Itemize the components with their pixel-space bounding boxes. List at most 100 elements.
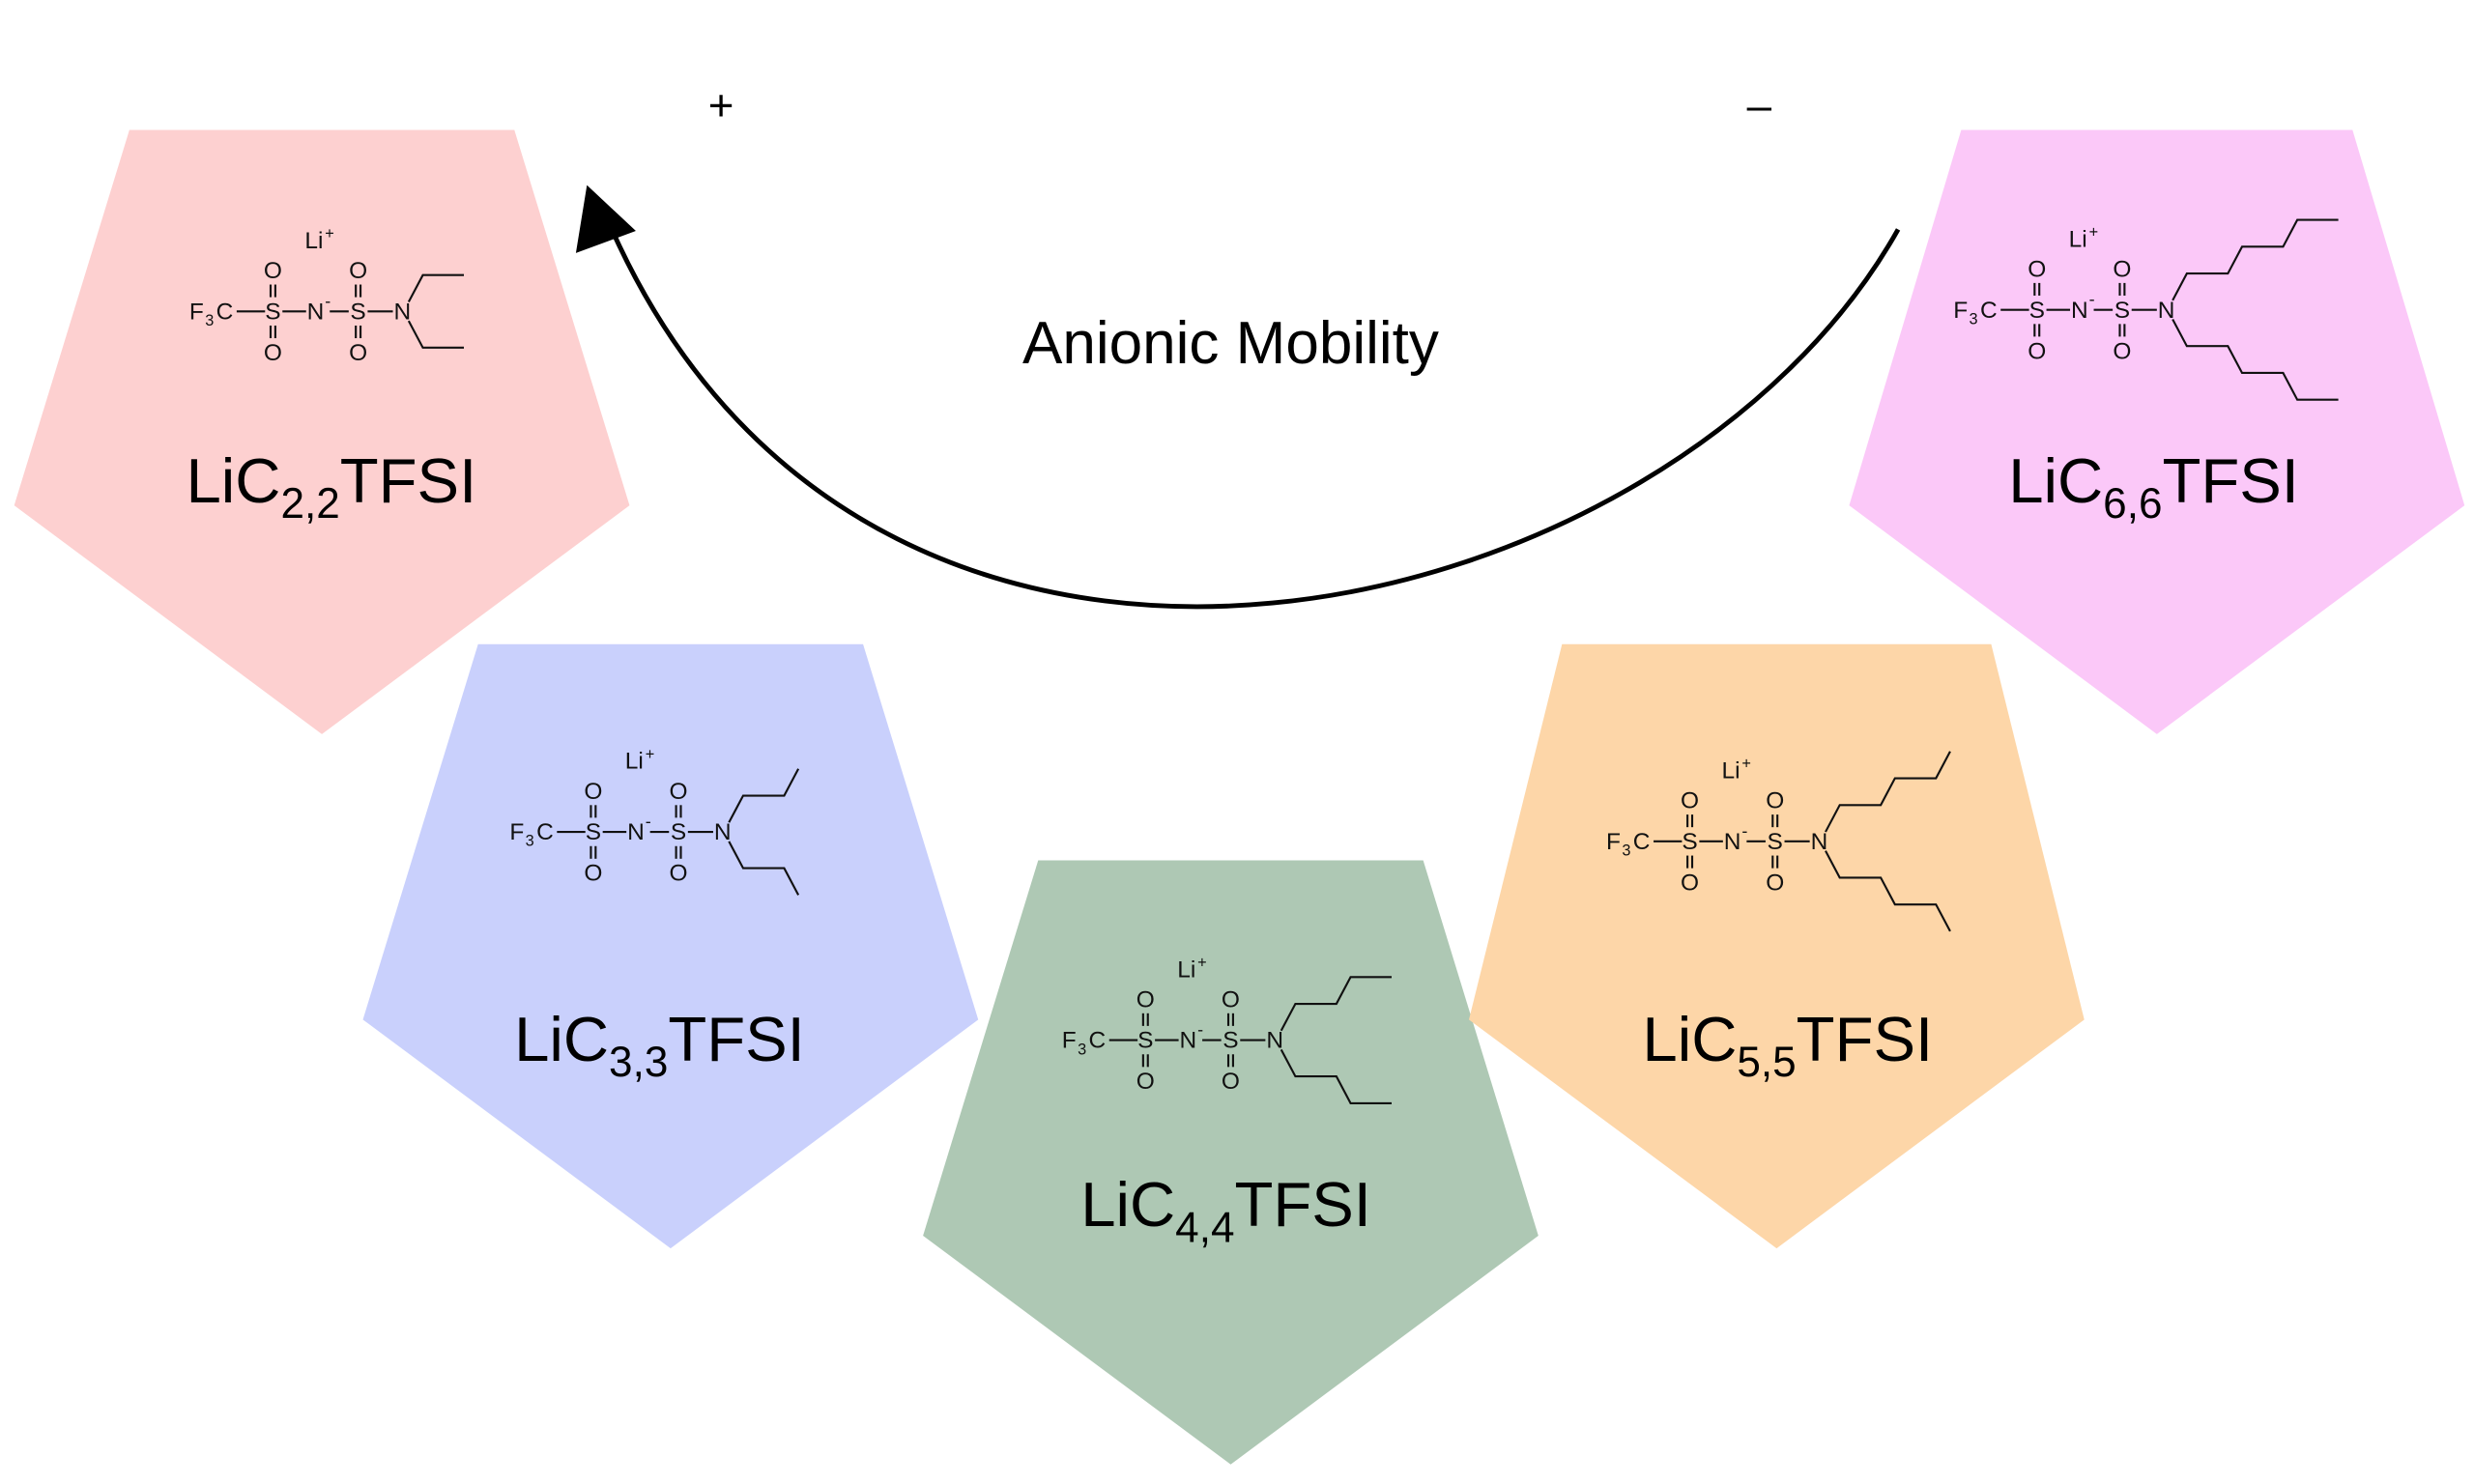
- atom-oxygen: O: [1681, 788, 1699, 814]
- atom-sulfur: S: [350, 299, 365, 325]
- alkyl-chain: [1280, 1048, 1392, 1104]
- atom-oxygen: O: [1222, 1069, 1240, 1095]
- salt-label-prefix: LiC: [1080, 1169, 1175, 1240]
- atom-nitrogen: N: [1266, 1028, 1283, 1054]
- pentagon-shape: [923, 860, 1539, 1465]
- atom-sulfur: S: [265, 299, 280, 325]
- atom-oxygen: O: [1136, 986, 1155, 1013]
- salt-label-subscript: 5,5: [1737, 1039, 1796, 1086]
- atom-oxygen: O: [349, 340, 367, 366]
- atom-subscript: 3: [1970, 310, 1978, 328]
- salt-label-subscript: 3,3: [609, 1039, 668, 1086]
- salt-label: LiC2,2TFSI: [186, 445, 476, 528]
- salt-label-suffix: TFSI: [340, 445, 476, 516]
- salt-label-suffix: TFSI: [668, 1004, 804, 1074]
- salt-label-suffix: TFSI: [1797, 1004, 1933, 1074]
- pentagon-shape: [1849, 129, 2465, 734]
- atom-nitrogen-anion: N: [1180, 1028, 1197, 1054]
- atom-oxygen: O: [349, 258, 367, 284]
- salt-label-prefix: LiC: [186, 445, 280, 516]
- atom-subscript: 3: [526, 833, 534, 850]
- atom-oxygen: O: [1681, 870, 1699, 896]
- salt-label-suffix: TFSI: [2162, 445, 2298, 516]
- arrow-title: Anionic Mobility: [1022, 310, 1439, 377]
- anion-charge: -: [325, 291, 331, 310]
- atom-subscript: 3: [205, 312, 214, 329]
- pentagon-shape: [362, 643, 979, 1249]
- alkyl-chain: [2172, 318, 2339, 401]
- salt-label-prefix: LiC: [1642, 1004, 1737, 1074]
- atom-oxygen: O: [264, 258, 282, 284]
- atom-oxygen: O: [1766, 870, 1784, 896]
- alkyl-chain: [1825, 850, 1951, 932]
- pentagon-shape: [1469, 643, 2085, 1249]
- atom-nitrogen-anion: N: [627, 819, 645, 845]
- lithium-cation: Li: [2069, 226, 2087, 252]
- atom-oxygen: O: [2028, 338, 2046, 364]
- salt-label-suffix: TFSI: [1234, 1169, 1370, 1240]
- atom-oxygen: O: [584, 779, 602, 805]
- salt-label-subscript: 6,6: [2103, 480, 2162, 528]
- anion-charge: -: [1197, 1020, 1203, 1040]
- atom-sulfur: S: [1223, 1028, 1238, 1054]
- atom-fluorine: F: [1606, 829, 1621, 855]
- atom-subscript: 3: [1622, 842, 1630, 860]
- atom-fluorine: F: [189, 299, 204, 325]
- lithium-cation: Li: [1721, 758, 1740, 785]
- atom-oxygen: O: [670, 861, 688, 887]
- atom-oxygen: O: [264, 340, 282, 366]
- alkyl-chain: [728, 768, 800, 823]
- salt-label: LiC5,5TFSI: [1642, 1004, 1933, 1086]
- atom-nitrogen: N: [714, 819, 732, 845]
- cation-charge: +: [325, 225, 334, 243]
- cation-charge: +: [2089, 224, 2099, 242]
- atom-nitrogen: N: [1811, 829, 1828, 855]
- atom-oxygen: O: [670, 779, 688, 805]
- atom-sulfur: S: [1768, 829, 1783, 855]
- cation-charge: +: [1741, 756, 1751, 773]
- atom-oxygen: O: [1222, 986, 1240, 1013]
- alkyl-chain: [407, 273, 464, 302]
- atom-fluorine: F: [509, 819, 524, 845]
- atom-nitrogen-anion: N: [2071, 298, 2088, 324]
- atom-oxygen: O: [2113, 338, 2131, 364]
- salt-label-subscript: 2,2: [280, 480, 339, 528]
- mobility-arrow: [575, 185, 1901, 610]
- alkyl-chain: [1825, 751, 1951, 833]
- cation-charge: +: [646, 746, 655, 763]
- atom-sulfur: S: [2029, 298, 2045, 324]
- atom-subscript: 3: [1078, 1041, 1086, 1058]
- atom-carbon: C: [1633, 829, 1651, 855]
- atom-sulfur: S: [671, 819, 686, 845]
- lithium-cation: Li: [1177, 956, 1195, 983]
- atom-carbon: C: [1980, 298, 1998, 324]
- atom-oxygen: O: [1136, 1069, 1155, 1095]
- cation-charge: +: [1197, 954, 1207, 971]
- lithium-cation: Li: [625, 749, 644, 775]
- positive-sign: +: [708, 81, 734, 130]
- atom-carbon: C: [536, 819, 554, 845]
- negative-sign: –: [1747, 81, 1772, 130]
- atom-carbon: C: [216, 299, 234, 325]
- anion-charge: -: [646, 812, 651, 831]
- salt-label-subscript: 4,4: [1175, 1205, 1234, 1252]
- atom-oxygen: O: [584, 861, 602, 887]
- alkyl-chain: [1280, 976, 1392, 1032]
- atom-oxygen: O: [2028, 256, 2046, 282]
- atom-oxygen: O: [1766, 788, 1784, 814]
- pentagon-shape: [14, 129, 630, 734]
- salt-label-prefix: LiC: [2008, 445, 2103, 516]
- lithium-cation: Li: [304, 228, 323, 254]
- atom-nitrogen-anion: N: [1724, 829, 1741, 855]
- atom-fluorine: F: [1062, 1028, 1077, 1054]
